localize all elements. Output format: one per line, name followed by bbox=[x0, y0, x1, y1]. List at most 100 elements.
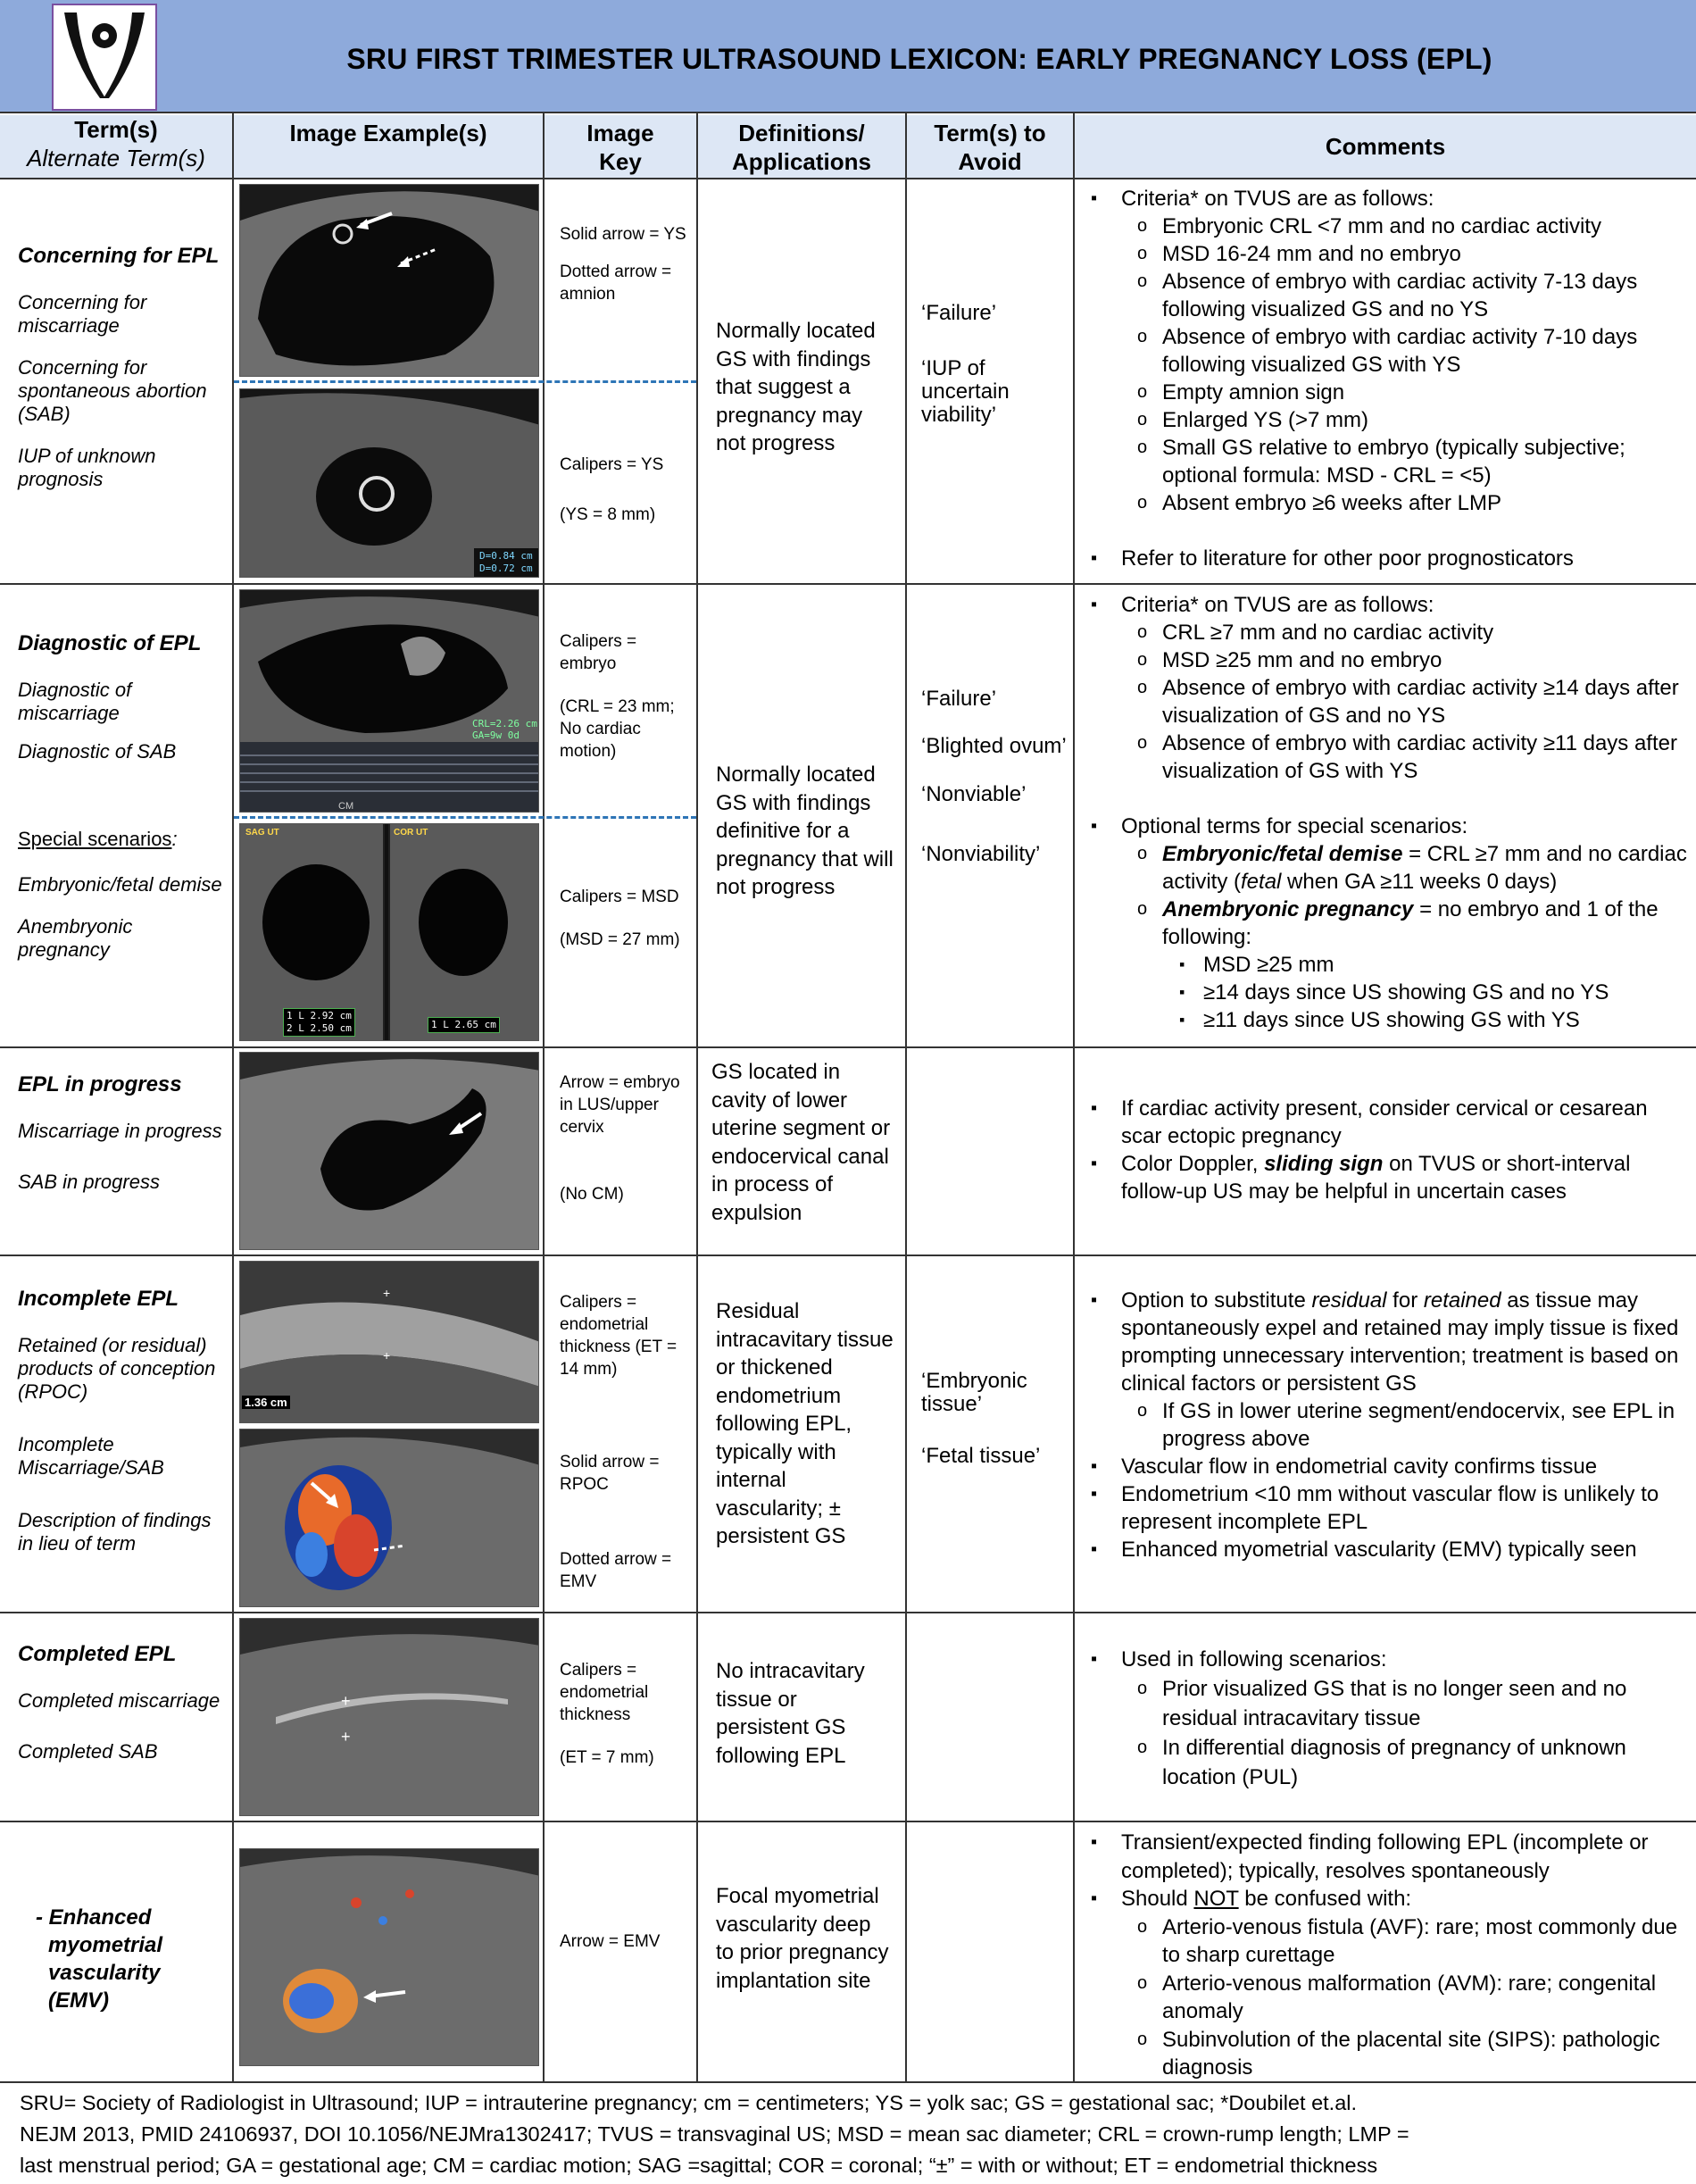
image-separator bbox=[234, 380, 696, 383]
row-incomplete-key: Calipers = endometrial thickness (ET = 1… bbox=[560, 1291, 689, 1593]
cm-label: CM bbox=[338, 801, 354, 812]
avoid-term: ‘IUP of uncertain viability’ bbox=[921, 356, 1010, 427]
column-divider bbox=[232, 113, 234, 2083]
header-definitions: Definitions/ Applications bbox=[698, 115, 907, 179]
row-divider bbox=[0, 2081, 1696, 2083]
column-divider bbox=[905, 113, 907, 2083]
ultrasound-image-rpoc-doppler bbox=[239, 1429, 539, 1607]
term-in-progress: EPL in progress bbox=[18, 1072, 182, 1096]
footnote-line: NEJM 2013, PMID 24106937, DOI 10.1056/NE… bbox=[20, 2122, 1409, 2146]
svg-text:+: + bbox=[341, 1692, 351, 1710]
image-key-text: (ET = 7 mm) bbox=[560, 1748, 654, 1767]
alt-term: Concerning for miscarriage bbox=[18, 291, 147, 337]
alt-term: Embryonic/fetal demise bbox=[18, 873, 222, 896]
header-term-alt-label: Alternate Term(s) bbox=[27, 145, 205, 171]
term-completed: Completed EPL bbox=[18, 1642, 177, 1666]
comments-incomplete: Option to substitute residual for retain… bbox=[1075, 1287, 1691, 1563]
column-divider bbox=[543, 113, 545, 2083]
comment-subitem: Embryonic CRL <7 mm and no cardiac activ… bbox=[1075, 213, 1691, 240]
comment-item: Used in following scenarios: bbox=[1075, 1645, 1691, 1674]
comment-text: Should bbox=[1121, 1887, 1194, 1911]
sru-logo bbox=[52, 4, 157, 111]
measurement-label: 1 L 2.92 cm bbox=[287, 1010, 352, 1021]
comment-text: residual bbox=[1311, 1288, 1387, 1313]
definition-completed: No intracavitary tissue or persistent GS… bbox=[716, 1659, 865, 1768]
ultrasound-image-epl-in-progress bbox=[239, 1052, 539, 1250]
title-banner bbox=[0, 0, 1696, 113]
alt-term: Diagnostic of SAB bbox=[18, 740, 177, 763]
comment-subitem: In differential diagnosis of pregnancy o… bbox=[1075, 1733, 1691, 1792]
image-key-text: Solid arrow = RPOC bbox=[560, 1453, 660, 1494]
avoid-term: ‘Fetal tissue’ bbox=[921, 1444, 1041, 1468]
comment-subitem-demise: Embryonic/fetal demise = CRL ≥7 mm and n… bbox=[1075, 840, 1691, 896]
comment-text: = no embryo and 1 of the following: bbox=[1162, 897, 1659, 949]
comment-subitem: If GS in lower uterine segment/endocervi… bbox=[1075, 1397, 1691, 1453]
ultrasound-image-rpoc-thickness: + + 1.36 cm bbox=[239, 1261, 539, 1423]
row-divider bbox=[0, 1821, 1696, 1822]
comment-text: fetal bbox=[1241, 870, 1282, 894]
comment-subitem: Empty amnion sign bbox=[1075, 379, 1691, 406]
comment-item: Criteria* on TVUS are as follows: bbox=[1075, 591, 1691, 619]
alt-term: IUP of unknown prognosis bbox=[18, 445, 156, 490]
term-incomplete: Incomplete EPL bbox=[18, 1287, 179, 1311]
image-key-text: Dotted arrow = EMV bbox=[560, 1550, 672, 1591]
term-emphasis: sliding sign bbox=[1264, 1152, 1384, 1176]
definition-emv: Focal myometrial vascularity deep to pri… bbox=[716, 1884, 889, 1993]
alt-term: Completed miscarriage bbox=[18, 1689, 220, 1712]
avoid-term: ‘Failure’ bbox=[921, 301, 997, 325]
comments-completed: Used in following scenarios: Prior visua… bbox=[1075, 1645, 1691, 1792]
row-concerning-key-bottom: Calipers = YS (YS = 8 mm) bbox=[560, 454, 689, 526]
comment-subitem: Absence of embryo with cardiac activity … bbox=[1075, 323, 1691, 379]
row-diagnostic-key-top: Calipers = embryo (CRL = 23 mm; No cardi… bbox=[560, 630, 689, 763]
footnote-line: SRU= Society of Radiologist in Ultrasoun… bbox=[20, 2091, 1358, 2114]
term-emphasis: Embryonic/fetal demise bbox=[1162, 842, 1403, 866]
row-concerning-key-top: Solid arrow = YS Dotted arrow = amnion bbox=[560, 223, 689, 305]
header-key: Image Key bbox=[545, 115, 698, 179]
image-key-text: (No CM) bbox=[560, 1185, 624, 1204]
avoid-term: ‘Failure’ bbox=[921, 687, 997, 711]
comment-item: Endometrium <10 mm without vascular flow… bbox=[1075, 1480, 1691, 1536]
comment-text: on TVUS or short-interval follow-up US m… bbox=[1121, 1152, 1631, 1204]
alt-term: Incomplete Miscarriage/SAB bbox=[18, 1433, 164, 1479]
image-measurement-overlay: CRL=2.26 cm GA=9w 0d bbox=[472, 718, 537, 741]
alt-term: SAB in progress bbox=[18, 1171, 160, 1193]
comment-item: Color Doppler, sliding sign on TVUS or s… bbox=[1075, 1150, 1691, 1205]
comments-diagnostic: Criteria* on TVUS are as follows: CRL ≥7… bbox=[1075, 591, 1691, 1034]
header-comments: Comments bbox=[1075, 115, 1696, 179]
avoid-diagnostic: ‘Failure’ ‘Blighted ovum’ ‘Nonviable’ ‘N… bbox=[921, 686, 1068, 867]
term-emv: - Enhanced myometrial vascularity (EMV) bbox=[36, 1905, 163, 2013]
comment-text: for bbox=[1386, 1288, 1424, 1313]
ultrasound-image-yolk-sac bbox=[239, 184, 539, 377]
measurement-label: CRL=2.26 cm bbox=[472, 718, 537, 729]
image-measurement-overlay: D=0.84 cm D=0.72 cm bbox=[479, 550, 533, 575]
svg-text:+: + bbox=[383, 1286, 390, 1300]
row-divider bbox=[0, 1046, 1696, 1048]
header-avoid: Term(s) to Avoid bbox=[907, 115, 1075, 179]
avoid-concerning: ‘Failure’ ‘IUP of uncertain viability’ bbox=[921, 300, 1068, 427]
comment-item: Transient/expected finding following EPL… bbox=[1075, 1829, 1691, 1885]
row-divider bbox=[0, 1255, 1696, 1256]
comment-subitem: Enlarged YS (>7 mm) bbox=[1075, 406, 1691, 434]
image-key-text: (CRL = 23 mm; No cardiac motion) bbox=[560, 697, 675, 761]
comment-item: Criteria* on TVUS are as follows: bbox=[1075, 185, 1691, 213]
comment-subsubitem: ≥14 days since US showing GS and no YS bbox=[1075, 979, 1691, 1006]
comment-subitem: Absent embryo ≥6 weeks after LMP bbox=[1075, 489, 1691, 517]
row-completed-key: Calipers = endometrial thickness (ET = 7… bbox=[560, 1659, 689, 1769]
term-concerning: Concerning for EPL bbox=[18, 244, 220, 268]
ultrasound-image-embryonic-demise: CRL=2.26 cm GA=9w 0d CM bbox=[239, 589, 539, 813]
measurement-label: D=0.84 cm bbox=[479, 550, 533, 562]
image-key-text: Calipers = MSD bbox=[560, 888, 679, 906]
measurement-label: D=0.72 cm bbox=[479, 563, 533, 574]
comment-text: be confused with: bbox=[1238, 1887, 1412, 1911]
footnote: SRU= Society of Radiologist in Ultrasoun… bbox=[20, 2088, 1680, 2181]
svg-text:+: + bbox=[341, 1728, 351, 1746]
comment-item: Refer to literature for other poor progn… bbox=[1075, 545, 1691, 572]
row-emv-terms: - Enhanced myometrial vascularity (EMV) bbox=[36, 1904, 223, 2014]
row-progress-terms: EPL in progress Miscarriage in progress … bbox=[18, 1071, 228, 1194]
row-diagnostic-key-bottom: Calipers = MSD (MSD = 27 mm) bbox=[560, 886, 689, 951]
header-image: Image Example(s) bbox=[234, 115, 545, 179]
measurement-label: 2 L 2.50 cm bbox=[287, 1022, 352, 1034]
avoid-term: ‘Blighted ovum’ bbox=[921, 734, 1067, 758]
comment-item: If cardiac activity present, consider ce… bbox=[1075, 1095, 1691, 1150]
definition-concerning: Normally located GS with findings that s… bbox=[716, 319, 876, 455]
